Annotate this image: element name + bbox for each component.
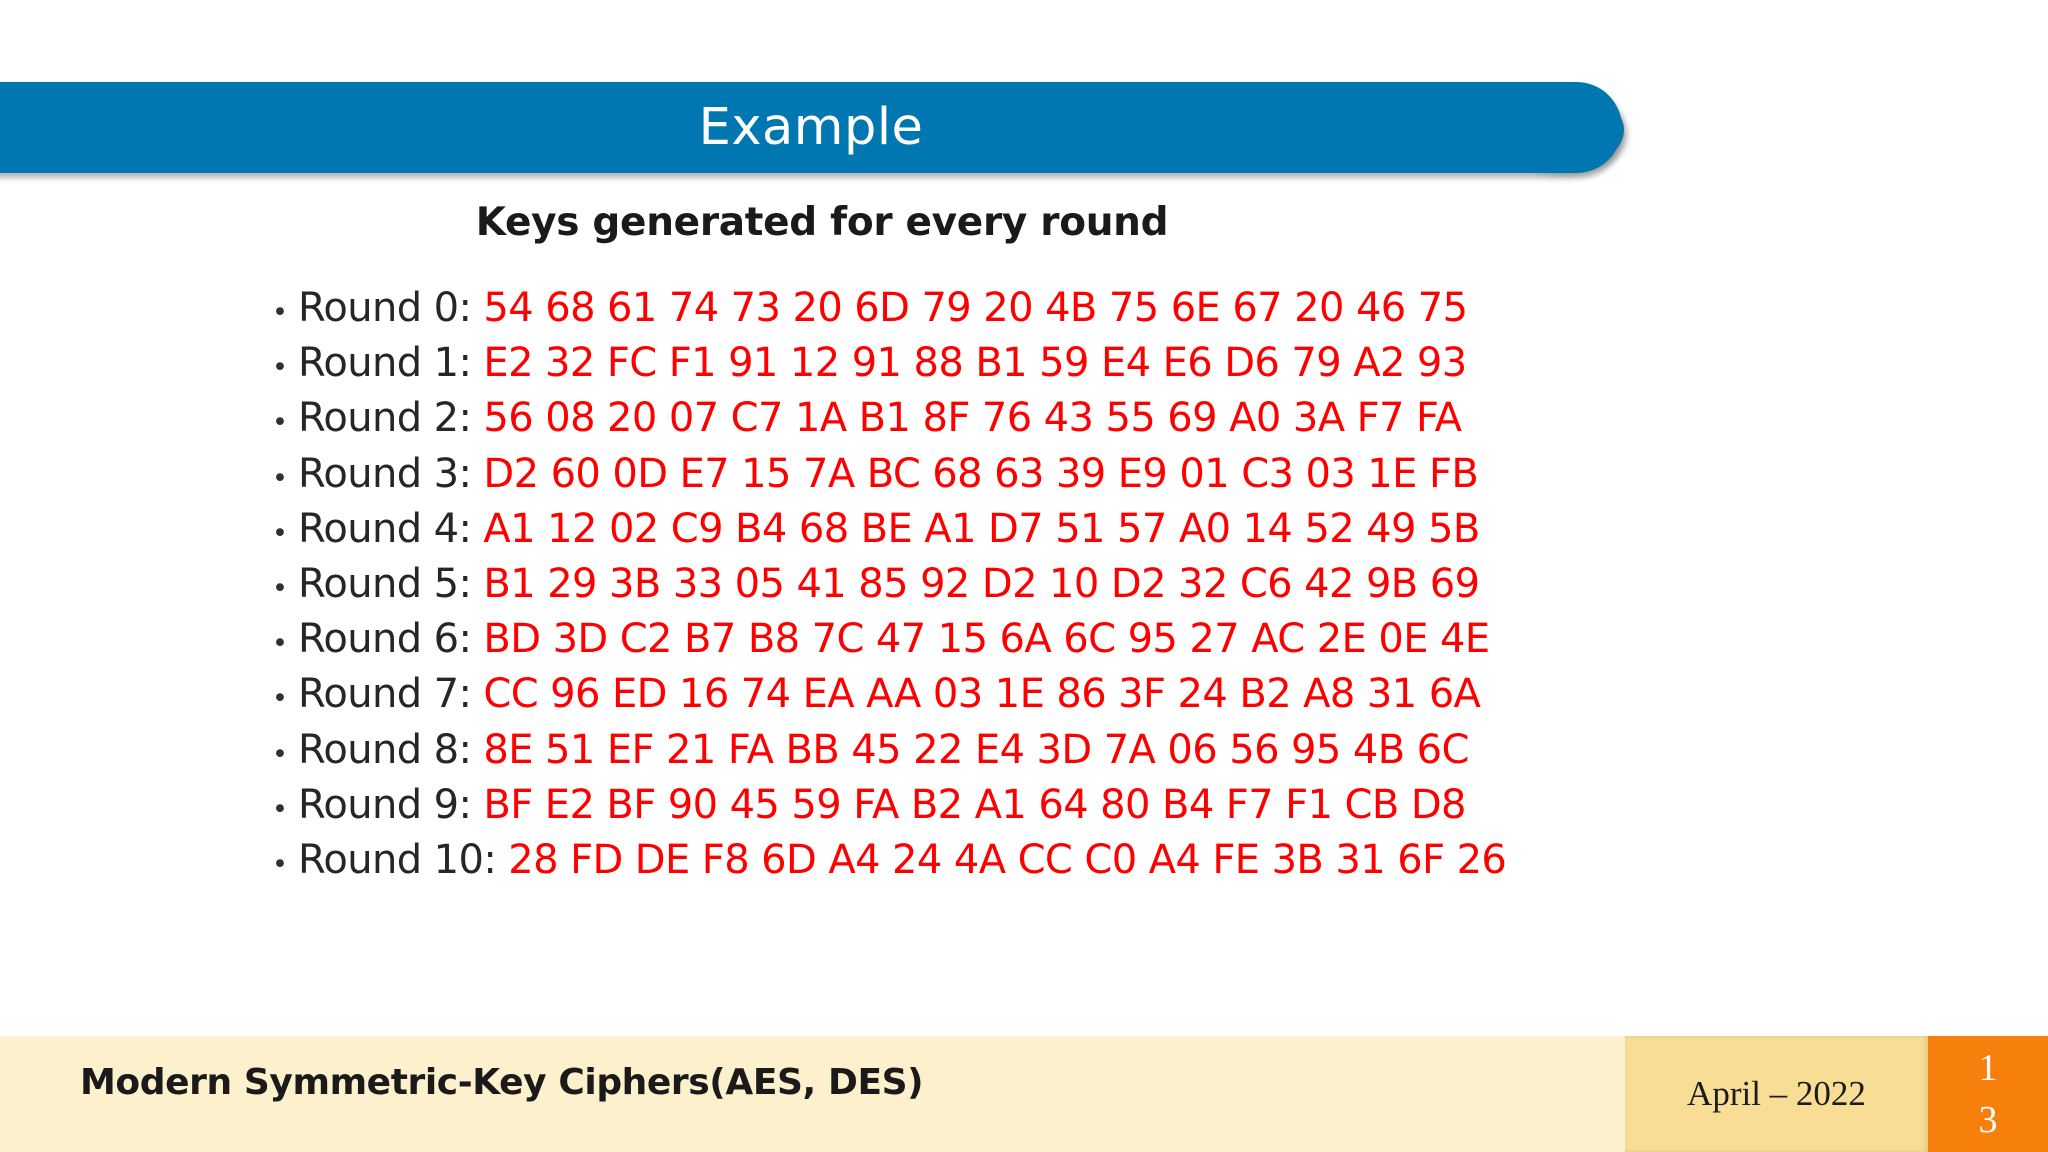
list-item: • Round 5: B1 29 3B 33 05 41 85 92 D2 10… xyxy=(272,559,1622,614)
round-key-value: 56 08 20 07 C7 1A B1 8F 76 43 55 69 A0 3… xyxy=(483,395,1462,442)
page-number-digit-2: 3 xyxy=(1978,1099,1998,1141)
footer-date-block xyxy=(1625,1036,1928,1152)
title-banner xyxy=(0,82,1622,173)
bullet-icon: • xyxy=(272,517,288,549)
list-item: • Round 2: 56 08 20 07 C7 1A B1 8F 76 43… xyxy=(272,393,1622,448)
round-key-value: B1 29 3B 33 05 41 85 92 D2 10 D2 32 C6 4… xyxy=(483,561,1480,608)
bullet-icon: • xyxy=(272,462,288,494)
round-label: Round 10: xyxy=(298,837,497,884)
content-heading: Keys generated for every round xyxy=(475,200,1169,245)
bullet-icon: • xyxy=(272,573,288,605)
page-number-block xyxy=(1928,1036,2048,1152)
round-label: Round 2: xyxy=(298,395,472,442)
list-item: • Round 0: 54 68 61 74 73 20 6D 79 20 4B… xyxy=(272,283,1622,338)
round-label: Round 0: xyxy=(298,285,472,331)
round-label: Round 3: xyxy=(298,450,472,497)
list-item: • Round 7: CC 96 ED 16 74 EA AA 03 1E 86… xyxy=(272,669,1622,724)
round-label: Round 5: xyxy=(298,561,472,608)
bullet-icon: • xyxy=(272,793,288,825)
list-item: • Round 8: 8E 51 EF 21 FA BB 45 22 E4 3D… xyxy=(272,725,1622,780)
bullet-icon: • xyxy=(272,628,288,660)
round-key-value: BF E2 BF 90 45 59 FA B2 A1 64 80 B4 F7 F… xyxy=(483,781,1466,828)
round-label: Round 8: xyxy=(298,726,472,773)
bullet-icon: • xyxy=(272,297,288,328)
bullet-icon: • xyxy=(272,352,288,384)
list-item: • Round 4: A1 12 02 C9 B4 68 BE A1 D7 51… xyxy=(272,504,1622,559)
round-label: Round 9: xyxy=(298,781,472,828)
round-label: Round 6: xyxy=(298,616,472,663)
round-key-value: 8E 51 EF 21 FA BB 45 22 E4 3D 7A 06 56 9… xyxy=(483,726,1469,773)
round-key-value: BD 3D C2 B7 B8 7C 47 15 6A 6C 95 27 AC 2… xyxy=(483,616,1490,663)
round-key-value: E2 32 FC F1 91 12 91 88 B1 59 E4 E6 D6 7… xyxy=(483,340,1467,387)
round-key-value: CC 96 ED 16 74 EA AA 03 1E 86 3F 24 B2 A… xyxy=(483,671,1481,718)
list-item: • Round 9: BF E2 BF 90 45 59 FA B2 A1 64… xyxy=(272,780,1622,835)
round-key-value: 54 68 61 74 73 20 6D 79 20 4B 75 6E 67 2… xyxy=(483,285,1468,331)
footer-date: April – 2022 xyxy=(1687,1074,1866,1113)
bullet-icon: • xyxy=(272,407,288,439)
round-label: Round 4: xyxy=(298,505,472,552)
list-item: • Round 3: D2 60 0D E7 15 7A BC 68 63 39… xyxy=(272,449,1622,504)
page-number-digit-1: 1 xyxy=(1978,1047,1998,1089)
round-key-value: 28 FD DE F8 6D A4 24 4A CC C0 A4 FE 3B 3… xyxy=(508,837,1507,884)
bullet-icon: • xyxy=(272,683,288,715)
page-number: 1 3 xyxy=(1928,1036,2048,1152)
round-key-value: D2 60 0D E7 15 7A BC 68 63 39 E9 01 C3 0… xyxy=(483,450,1479,497)
round-key-value: A1 12 02 C9 B4 68 BE A1 D7 51 57 A0 14 5… xyxy=(483,505,1480,552)
round-keys-list: • Round 0: 54 68 61 74 73 20 6D 79 20 4B… xyxy=(0,283,1622,890)
slide-content: Keys generated for every round • Round 0… xyxy=(0,200,1622,890)
bullet-icon: • xyxy=(272,849,288,881)
slide-title: Example xyxy=(698,98,924,157)
footer-title: Modern Symmetric-Key Ciphers(AES, DES) xyxy=(80,1062,924,1103)
bullet-icon: • xyxy=(272,738,288,770)
list-item: • Round 10: 28 FD DE F8 6D A4 24 4A CC C… xyxy=(272,835,1622,890)
round-label: Round 7: xyxy=(298,671,472,718)
round-label: Round 1: xyxy=(298,340,472,387)
list-item: • Round 1: E2 32 FC F1 91 12 91 88 B1 59… xyxy=(272,338,1622,393)
list-item: • Round 6: BD 3D C2 B7 B8 7C 47 15 6A 6C… xyxy=(272,614,1622,669)
